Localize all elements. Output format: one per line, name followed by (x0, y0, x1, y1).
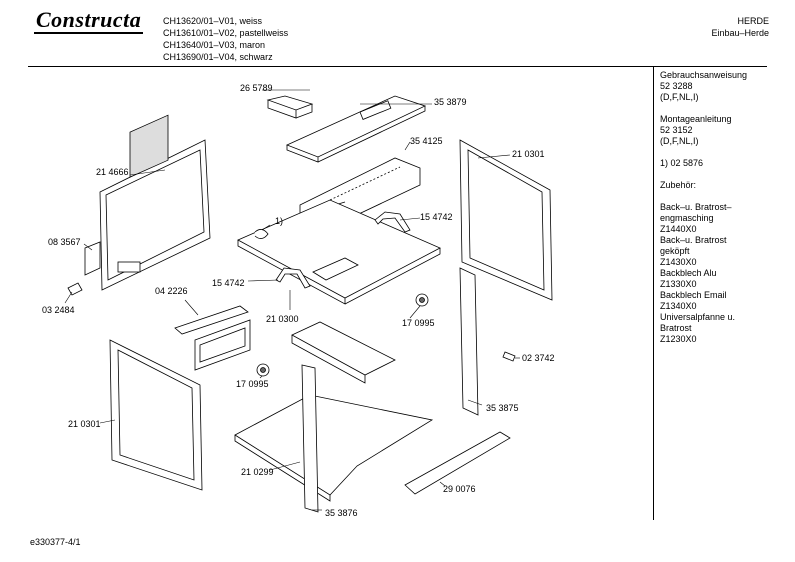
label-032484: 03 2484 (42, 305, 75, 315)
label-265789: 26 5789 (240, 83, 273, 93)
part-handle-154742 (275, 211, 411, 289)
document-code: e330377-4/1 (30, 537, 81, 547)
label-210301-right: 21 0301 (512, 149, 545, 159)
part-bottom-plate-210299 (234, 394, 434, 502)
model-item: CH13610/01–V02, pastellweiss (163, 28, 289, 38)
model-list: CH13620/01–V01, weiss CH13610/01–V02, pa… (163, 15, 288, 63)
part-top-cover-353879 (285, 95, 427, 163)
part-side-wall-left-210301 (109, 339, 203, 491)
part-clip (254, 229, 269, 239)
label-170995-right: 17 0995 (402, 318, 435, 328)
label-154742-top: 15 4742 (420, 212, 453, 222)
label-note-1: 1) (275, 216, 283, 226)
part-screw-023742 (502, 351, 516, 362)
header-divider (28, 66, 767, 67)
part-front-panel-214666 (99, 114, 211, 291)
part-knob-032484 (67, 282, 83, 296)
product-subline: Einbau–Herde (711, 28, 769, 38)
part-bar-290076 (404, 431, 511, 495)
model-item: CH13640/01–V03, maron (163, 40, 266, 50)
label-042226: 04 2226 (155, 286, 188, 296)
label-154742-bottom: 15 4742 (212, 278, 245, 288)
label-353876: 35 3876 (325, 508, 358, 518)
part-side-wall-right-210301 (459, 139, 553, 301)
label-353875: 35 3875 (486, 403, 519, 413)
brand-logo: Constructa (34, 7, 144, 34)
label-210301-left: 21 0301 (68, 419, 101, 429)
label-023742: 02 3742 (522, 353, 555, 363)
product-category: HERDE Einbau–Herde (711, 15, 769, 39)
part-bracket-042226 (174, 305, 251, 371)
label-353879: 35 3879 (434, 97, 467, 107)
label-354125: 35 4125 (410, 136, 443, 146)
part-floor-210300 (237, 199, 441, 305)
label-170995-left: 17 0995 (236, 379, 269, 389)
part-bracket-265789 (266, 95, 314, 119)
label-210299: 21 0299 (241, 467, 274, 477)
label-210300: 21 0300 (266, 314, 299, 324)
label-290076: 29 0076 (443, 484, 476, 494)
product-line: HERDE (737, 16, 769, 26)
model-item: CH13690/01–V04, schwarz (163, 52, 273, 62)
part-strip-083567 (84, 241, 101, 276)
part-rail-353876 (301, 364, 319, 513)
part-tray (291, 321, 396, 384)
sidebar-divider (653, 66, 654, 520)
label-083567: 08 3567 (48, 237, 81, 247)
model-item: CH13620/01–V01, weiss (163, 16, 263, 26)
sidebar-notes: Gebrauchsanweisung 52 3288 (D,F,NL,I) Mo… (660, 70, 748, 344)
part-rail-353875 (459, 267, 479, 416)
label-214666: 21 4666 (96, 167, 129, 177)
